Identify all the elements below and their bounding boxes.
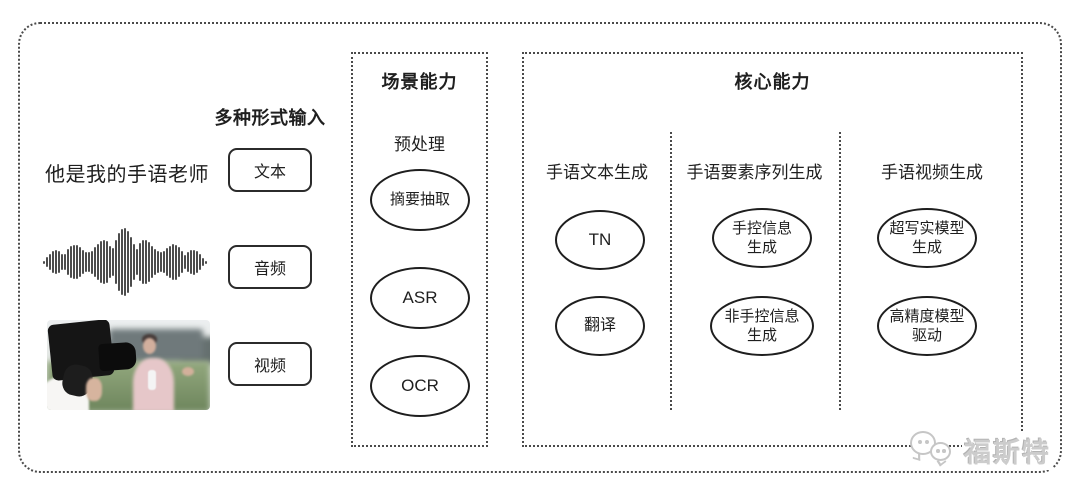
node-summary-extraction: 摘要抽取 [370, 169, 470, 231]
watermark-label: 福斯特 [962, 430, 1053, 470]
thumb-microphone [148, 369, 157, 390]
node-ocr: OCR [370, 355, 470, 417]
input-type-video-label: 视频 [253, 358, 286, 375]
scene-capability-subtitle: 预处理 [394, 135, 445, 154]
chat-bubbles-icon [908, 429, 956, 471]
node-asr: ASR [370, 267, 470, 329]
column-header-text-generation: 手语文本生成 [546, 163, 648, 182]
scene-capability-title: 场景能力 [381, 72, 458, 92]
core-capability-panel: 核心能力 手语文本生成 手语要素序列生成 手语视频生成 TN 翻译 手控信息 生… [522, 52, 1023, 447]
core-capability-title: 核心能力 [734, 72, 811, 92]
input-type-text-label: 文本 [253, 164, 286, 181]
node-manual-info-generation: 手控信息 生成 [712, 208, 812, 268]
thumb-reporter-hand [182, 366, 195, 376]
input-type-audio-label: 音频 [253, 261, 286, 278]
thumb-cameraman-arm [86, 377, 103, 401]
node-non-manual-info-generation: 非手控信息 生成 [710, 296, 814, 356]
column-divider [670, 132, 672, 410]
input-type-text-box: 文本 [228, 148, 312, 192]
node-high-precision-model-driving: 高精度模型 驱动 [877, 296, 977, 356]
inputs-header: 多种形式输入 [214, 108, 326, 128]
node-hyperrealistic-model-generation: 超写实模型 生成 [877, 208, 977, 268]
thumb-reporter-head [143, 338, 157, 354]
scene-capability-panel: 场景能力 预处理 摘要抽取 ASR OCR [351, 52, 488, 447]
watermark: 福斯特 [908, 429, 1053, 471]
thumb-camera-lens [98, 342, 138, 372]
outer-frame [18, 22, 1062, 473]
column-header-element-sequence-generation: 手语要素序列生成 [686, 163, 823, 182]
column-divider [839, 132, 841, 410]
video-thumbnail [47, 320, 210, 410]
input-type-video-box: 视频 [228, 342, 312, 386]
node-translation: 翻译 [555, 296, 645, 356]
input-type-audio-box: 音频 [228, 245, 312, 289]
text-sample: 他是我的手语老师 [45, 164, 209, 186]
column-header-video-generation: 手语视频生成 [881, 163, 983, 182]
node-tn: TN [555, 210, 645, 270]
audio-waveform-icon [43, 226, 209, 298]
